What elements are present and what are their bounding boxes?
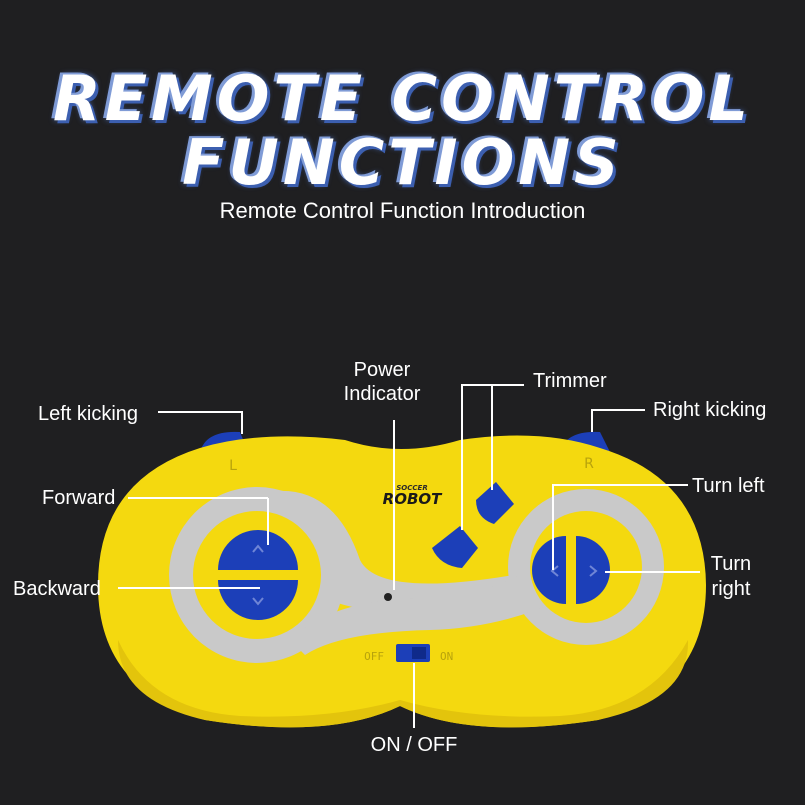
trimmer-right-button [476,482,514,524]
right-kicking-label: Right kicking [653,399,767,421]
trimmer-label: Trimmer [533,370,607,392]
turn-left-button [532,536,566,604]
right-shoulder-mark: R [584,456,594,472]
forward-button [218,530,298,570]
left-shoulder-mark: L [229,458,237,474]
brand-logo-top: SOCCER [396,484,427,492]
right-swoosh-arm [290,560,560,655]
turn-left-label: Turn left [692,475,765,497]
power-indicator-label-line1: Power [353,359,411,381]
trimmer-line-a [461,384,524,530]
callout-lines [118,384,700,728]
right-kicking-line [591,409,645,432]
page-title-line2: FUNCTIONS [182,126,623,199]
page-subtitle: Remote Control Function Introduction [219,198,586,223]
power-indicator-label-line2: Indicator [343,383,421,405]
turn-right-label-line2: right [711,578,751,600]
turn-right-arrow-icon [589,565,598,577]
turn-left-line [552,484,688,570]
on-off-label: ON / OFF [370,734,458,756]
forward-arrow-icon [252,544,264,553]
turn-right-label-line1: Turn [710,553,752,575]
forward-label: Forward [42,487,116,509]
trimmer-left-button [432,526,478,568]
switch-off-mark: OFF [364,650,384,663]
left-kicking-label: Left kicking [38,403,139,425]
brand-logo-bottom: ROBOT [383,490,443,508]
power-switch-knob [412,647,426,659]
turn-left-arrow-icon [550,565,559,577]
backward-button [218,580,298,620]
power-indicator-led [384,593,392,601]
backward-label: Backward [13,578,101,600]
backward-arrow-icon [252,597,264,606]
page-title-line1: REMOTE CONTROL [52,62,753,135]
left-ring-inner [193,511,321,639]
left-swoosh-arm [250,490,530,613]
left-kicking-line [158,411,243,434]
switch-on-mark: ON [440,650,453,663]
turn-right-button [576,536,610,604]
